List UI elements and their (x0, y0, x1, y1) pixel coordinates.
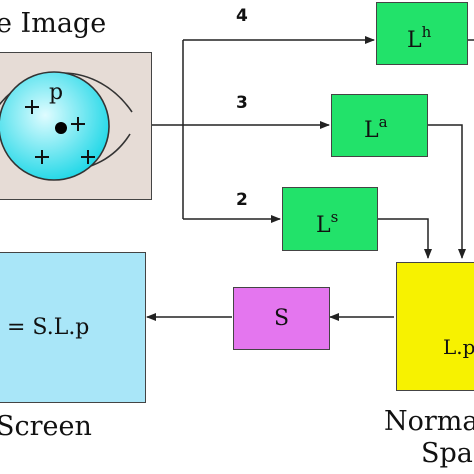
arrow-label-4: 4 (236, 6, 248, 26)
s-box-text: S (274, 306, 290, 331)
ls-sup: s (330, 208, 339, 226)
normalized-space-box: L.p (396, 262, 474, 391)
point-p-label: p (49, 80, 64, 105)
ls-base: L (316, 213, 331, 238)
screen-box: = S.L.p (0, 252, 146, 403)
la-sup: a (378, 113, 388, 131)
screen-equation: = S.L.p (7, 315, 90, 340)
eye-image-title: e Image (0, 8, 107, 39)
ls-box: Ls (282, 187, 378, 251)
arrow-label-3: 3 (236, 93, 248, 113)
lh-base: L (407, 28, 422, 53)
normalized-label-line2: Spa (421, 438, 473, 469)
iris (0, 71, 110, 181)
la-box: La (331, 94, 428, 157)
la-base: L (364, 118, 379, 143)
s-box: S (233, 287, 330, 350)
screen-label: Screen (0, 411, 92, 442)
arrow-label-2: 2 (236, 190, 248, 210)
lh-sup: h (421, 23, 432, 41)
normalized-box-text: L.p (443, 335, 474, 359)
arrow-ls-down (378, 218, 432, 259)
normalized-label-line1: Norma (384, 406, 474, 437)
lh-box: Lh (376, 2, 468, 65)
arrow-la-down (428, 124, 466, 259)
pupil-point (55, 122, 67, 134)
